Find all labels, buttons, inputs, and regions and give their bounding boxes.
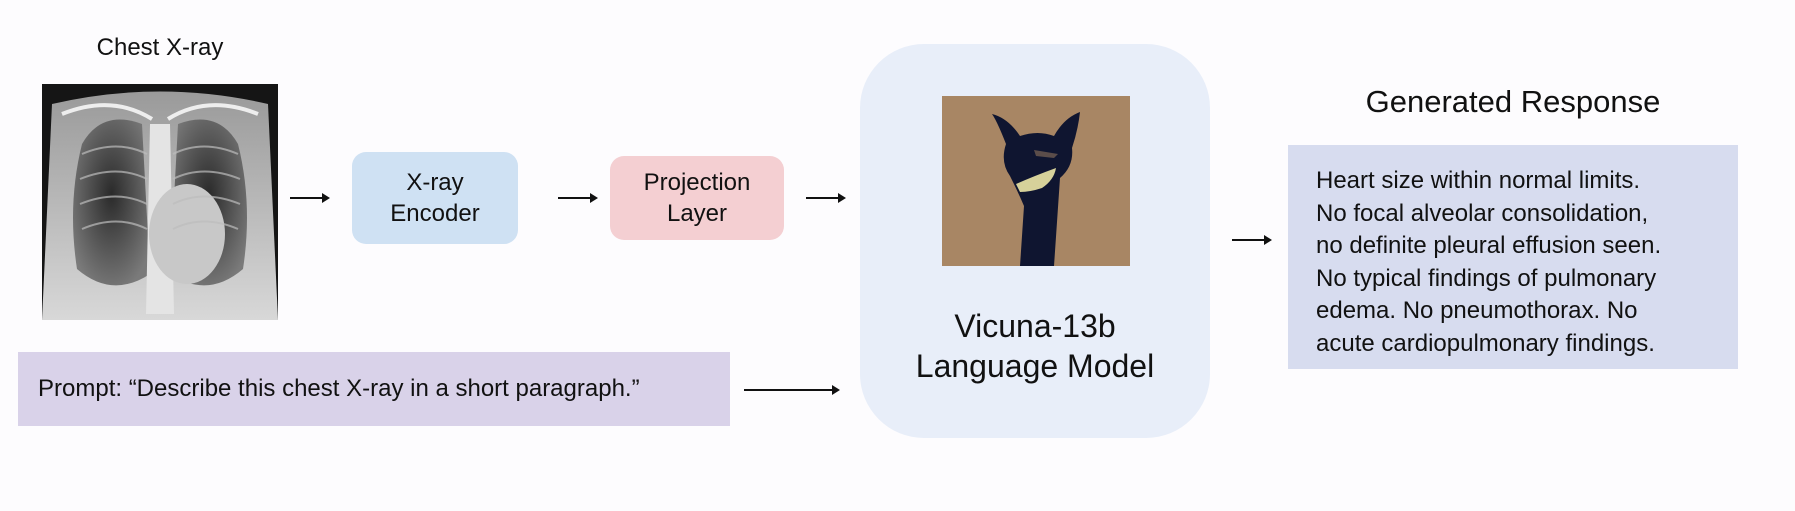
- vicuna-logo-icon: [942, 96, 1130, 266]
- arrow-llm-to-response: [1232, 235, 1272, 245]
- response-line: acute cardiopulmonary findings.: [1316, 329, 1655, 357]
- generated-response-title: Generated Response: [1365, 84, 1661, 119]
- xray-title: Chest X-ray: [96, 34, 224, 61]
- projection-label-line2: Layer: [666, 200, 728, 227]
- chest-xray-graphic: [42, 84, 278, 320]
- model-name-line2: Language Model: [915, 348, 1155, 384]
- prompt-box: Prompt: “Describe this chest X-ray in a …: [18, 352, 730, 426]
- xray-encoder-box: X-ray Encoder: [352, 152, 518, 244]
- arrow-prompt-to-llm: [744, 385, 840, 395]
- language-model-label: Vicuna-13b Language Model: [860, 306, 1210, 386]
- encoder-label-line2: Encoder: [390, 200, 480, 227]
- response-line: No typical findings of pulmonary: [1316, 264, 1657, 292]
- prompt-text: Prompt: “Describe this chest X-ray in a …: [38, 375, 640, 403]
- projection-layer-box: Projection Layer: [610, 156, 784, 240]
- response-line: edema. No pneumothorax. No: [1316, 297, 1638, 324]
- model-name-line1: Vicuna-13b: [954, 308, 1116, 344]
- generated-response-box: Heart size within normal limits. No foca…: [1288, 145, 1738, 369]
- response-line: No focal alveolar consolidation,: [1316, 199, 1649, 227]
- chest-xray-image: [42, 84, 278, 320]
- encoder-label-line1: X-ray: [406, 168, 464, 196]
- response-line: Heart size within normal limits.: [1316, 167, 1641, 194]
- projection-label-line1: Projection: [643, 168, 751, 196]
- arrow-encoder-to-projection: [558, 193, 598, 203]
- llama-silhouette-graphic: [942, 96, 1130, 266]
- arrow-projection-to-llm: [806, 193, 846, 203]
- arrow-xray-to-encoder: [290, 193, 330, 203]
- response-line: no definite pleural effusion seen.: [1316, 232, 1662, 259]
